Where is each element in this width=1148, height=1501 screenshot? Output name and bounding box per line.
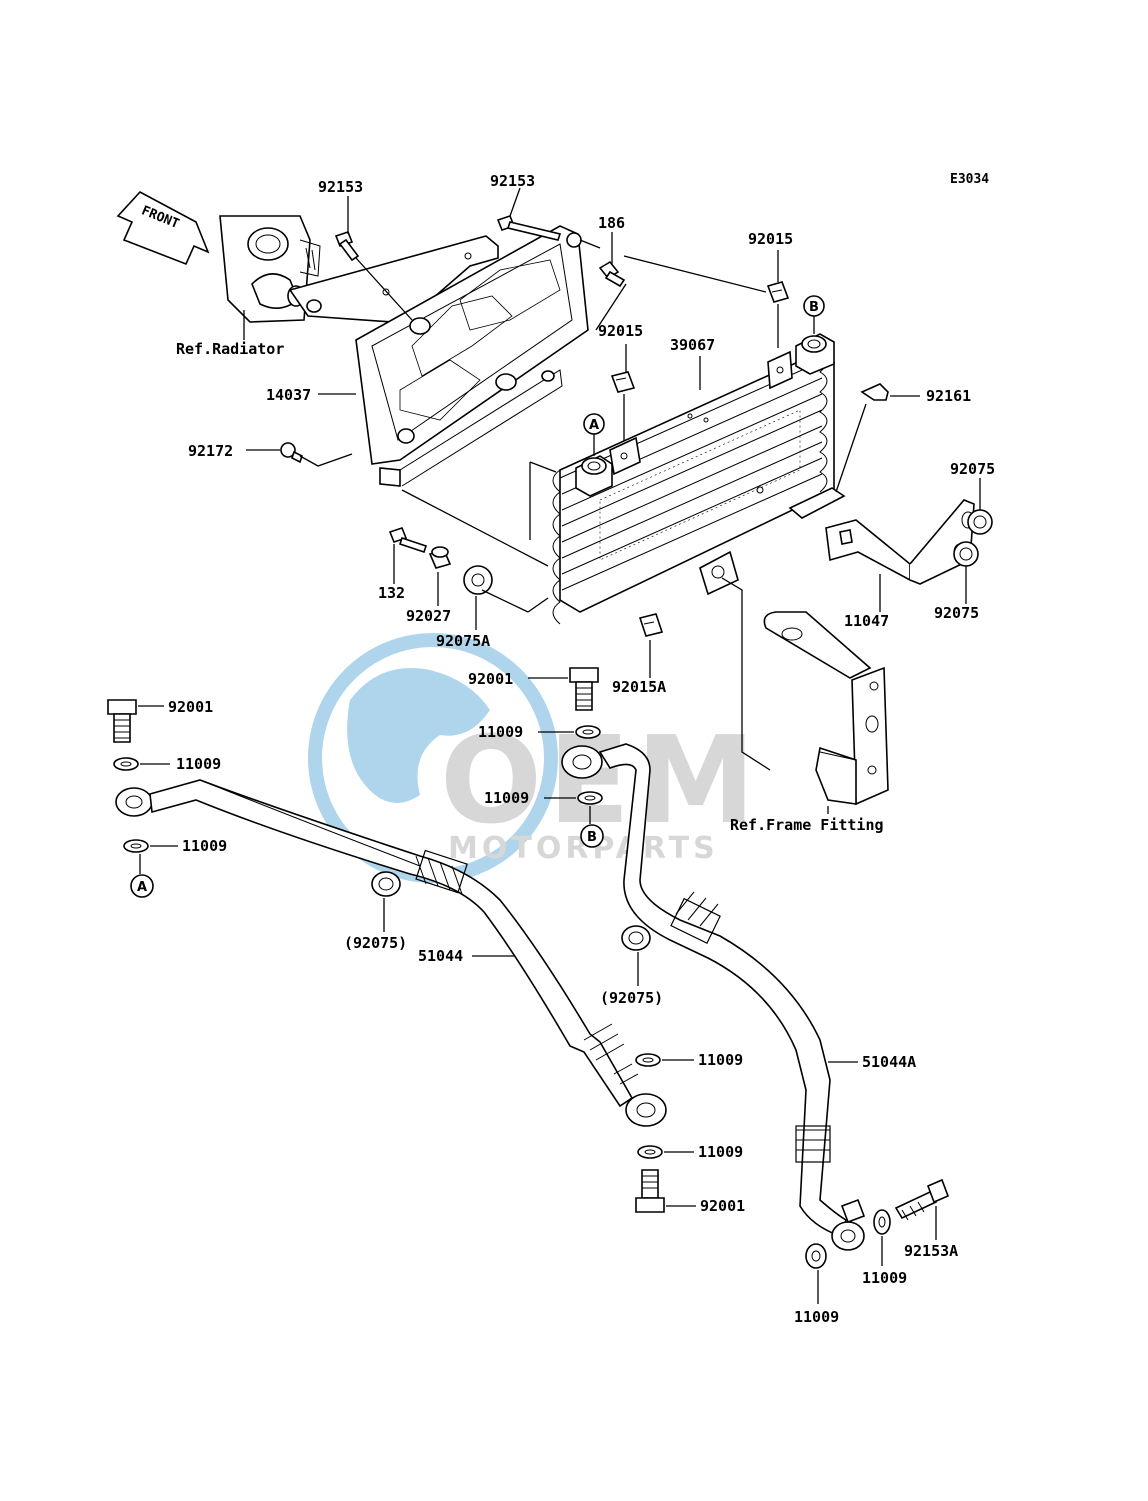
label-132: 132 xyxy=(378,584,405,602)
washer-11009-l2 xyxy=(123,839,149,853)
label-92075-r2: 92075 xyxy=(934,604,979,622)
bolt-186 xyxy=(598,260,626,288)
connector-b-bottom-label: B xyxy=(587,830,597,845)
label-51044: 51044 xyxy=(418,947,463,965)
oil-cooler-39067 xyxy=(552,333,846,625)
front-arrow-icon: FRONT xyxy=(116,191,210,266)
banjo-bolt-92001-mid xyxy=(569,667,599,711)
label-92001-bottom: 92001 xyxy=(700,1197,745,1215)
label-186: 186 xyxy=(598,214,625,232)
label-92075-r1: 92075 xyxy=(950,460,995,478)
frame-fitting-ref-part xyxy=(763,611,889,806)
grommet-92075-r1 xyxy=(967,509,993,535)
label-92075-par2: (92075) xyxy=(600,989,663,1007)
banjo-bolt-92001-bottom xyxy=(635,1169,665,1213)
connector-b-top-label: B xyxy=(809,300,819,315)
bolt-132 xyxy=(388,527,428,554)
label-92153-left: 92153 xyxy=(318,178,363,196)
label-92015A: 92015A xyxy=(612,678,666,696)
label-11009-r1: 11009 xyxy=(862,1269,907,1287)
banjo-bolt-92001-left xyxy=(107,699,137,743)
label-92001-mid: 92001 xyxy=(468,670,513,688)
label-39067: 39067 xyxy=(670,336,715,354)
connector-b-top: B xyxy=(803,295,825,317)
label-11009-m2: 11009 xyxy=(484,789,529,807)
label-92161: 92161 xyxy=(926,387,971,405)
washer-11009-m1 xyxy=(575,725,601,739)
clip-92015A xyxy=(638,613,664,637)
label-92015-top: 92015 xyxy=(748,230,793,248)
clamp-92075-par2 xyxy=(621,925,651,951)
washer-11009-m2 xyxy=(577,791,603,805)
label-92172: 92172 xyxy=(188,442,233,460)
washer-11009-b1 xyxy=(635,1053,661,1067)
connector-a-bottom-label: A xyxy=(137,880,147,895)
label-11009-l2: 11009 xyxy=(182,837,227,855)
clip-92015-top xyxy=(766,281,790,303)
collar-92027 xyxy=(428,546,452,569)
clamp-92075-par1 xyxy=(371,871,401,897)
connector-a-bottom: A xyxy=(130,874,154,898)
grommet-92075-r2 xyxy=(953,541,979,567)
grommet-92075A xyxy=(463,565,493,595)
radiator-bracket xyxy=(288,235,499,338)
connector-a-top: A xyxy=(583,413,605,435)
bolt-92153-mid xyxy=(496,215,562,241)
ref-frame-fitting-label: Ref.Frame Fitting xyxy=(730,816,884,834)
label-11047: 11047 xyxy=(844,612,889,630)
screw-92172 xyxy=(280,442,303,464)
label-14037: 14037 xyxy=(266,386,311,404)
watermark: OEM MOTORPARTS xyxy=(308,633,755,883)
label-92153A: 92153A xyxy=(904,1242,958,1260)
label-11009-l1: 11009 xyxy=(176,755,221,773)
oil-cooler-cover-14037 xyxy=(355,225,589,487)
oil-hose-51044A xyxy=(561,743,866,1251)
connector-a-top-label: A xyxy=(589,418,599,433)
label-92015-mid: 92015 xyxy=(598,322,643,340)
washer-11009-l1 xyxy=(113,757,139,771)
washer-11009-r1 xyxy=(873,1209,891,1235)
diagram-code: E3034 xyxy=(950,172,989,187)
label-11009-b1: 11009 xyxy=(698,1051,743,1069)
part-92161 xyxy=(860,383,889,401)
washer-11009-r2 xyxy=(805,1243,827,1269)
bracket-11047 xyxy=(825,499,975,585)
label-92075A: 92075A xyxy=(436,632,490,650)
label-51044A: 51044A xyxy=(862,1053,916,1071)
label-11009-m1: 11009 xyxy=(478,723,523,741)
label-92153-mid: 92153 xyxy=(490,172,535,190)
connector-b-bottom: B xyxy=(580,824,604,848)
oil-hose-51044 xyxy=(115,779,667,1127)
label-11009-b2: 11009 xyxy=(698,1143,743,1161)
banjo-bolt-92153A xyxy=(894,1178,950,1221)
clip-92015-mid xyxy=(610,371,636,393)
label-92075-par1: (92075) xyxy=(344,934,407,952)
bolt-92153-left xyxy=(334,231,360,262)
ref-radiator-label: Ref.Radiator xyxy=(176,340,284,358)
label-11009-r2: 11009 xyxy=(794,1308,839,1326)
label-92027: 92027 xyxy=(406,607,451,625)
watermark-continents xyxy=(347,668,490,803)
label-92001-left: 92001 xyxy=(168,698,213,716)
washer-11009-b2 xyxy=(637,1145,663,1159)
